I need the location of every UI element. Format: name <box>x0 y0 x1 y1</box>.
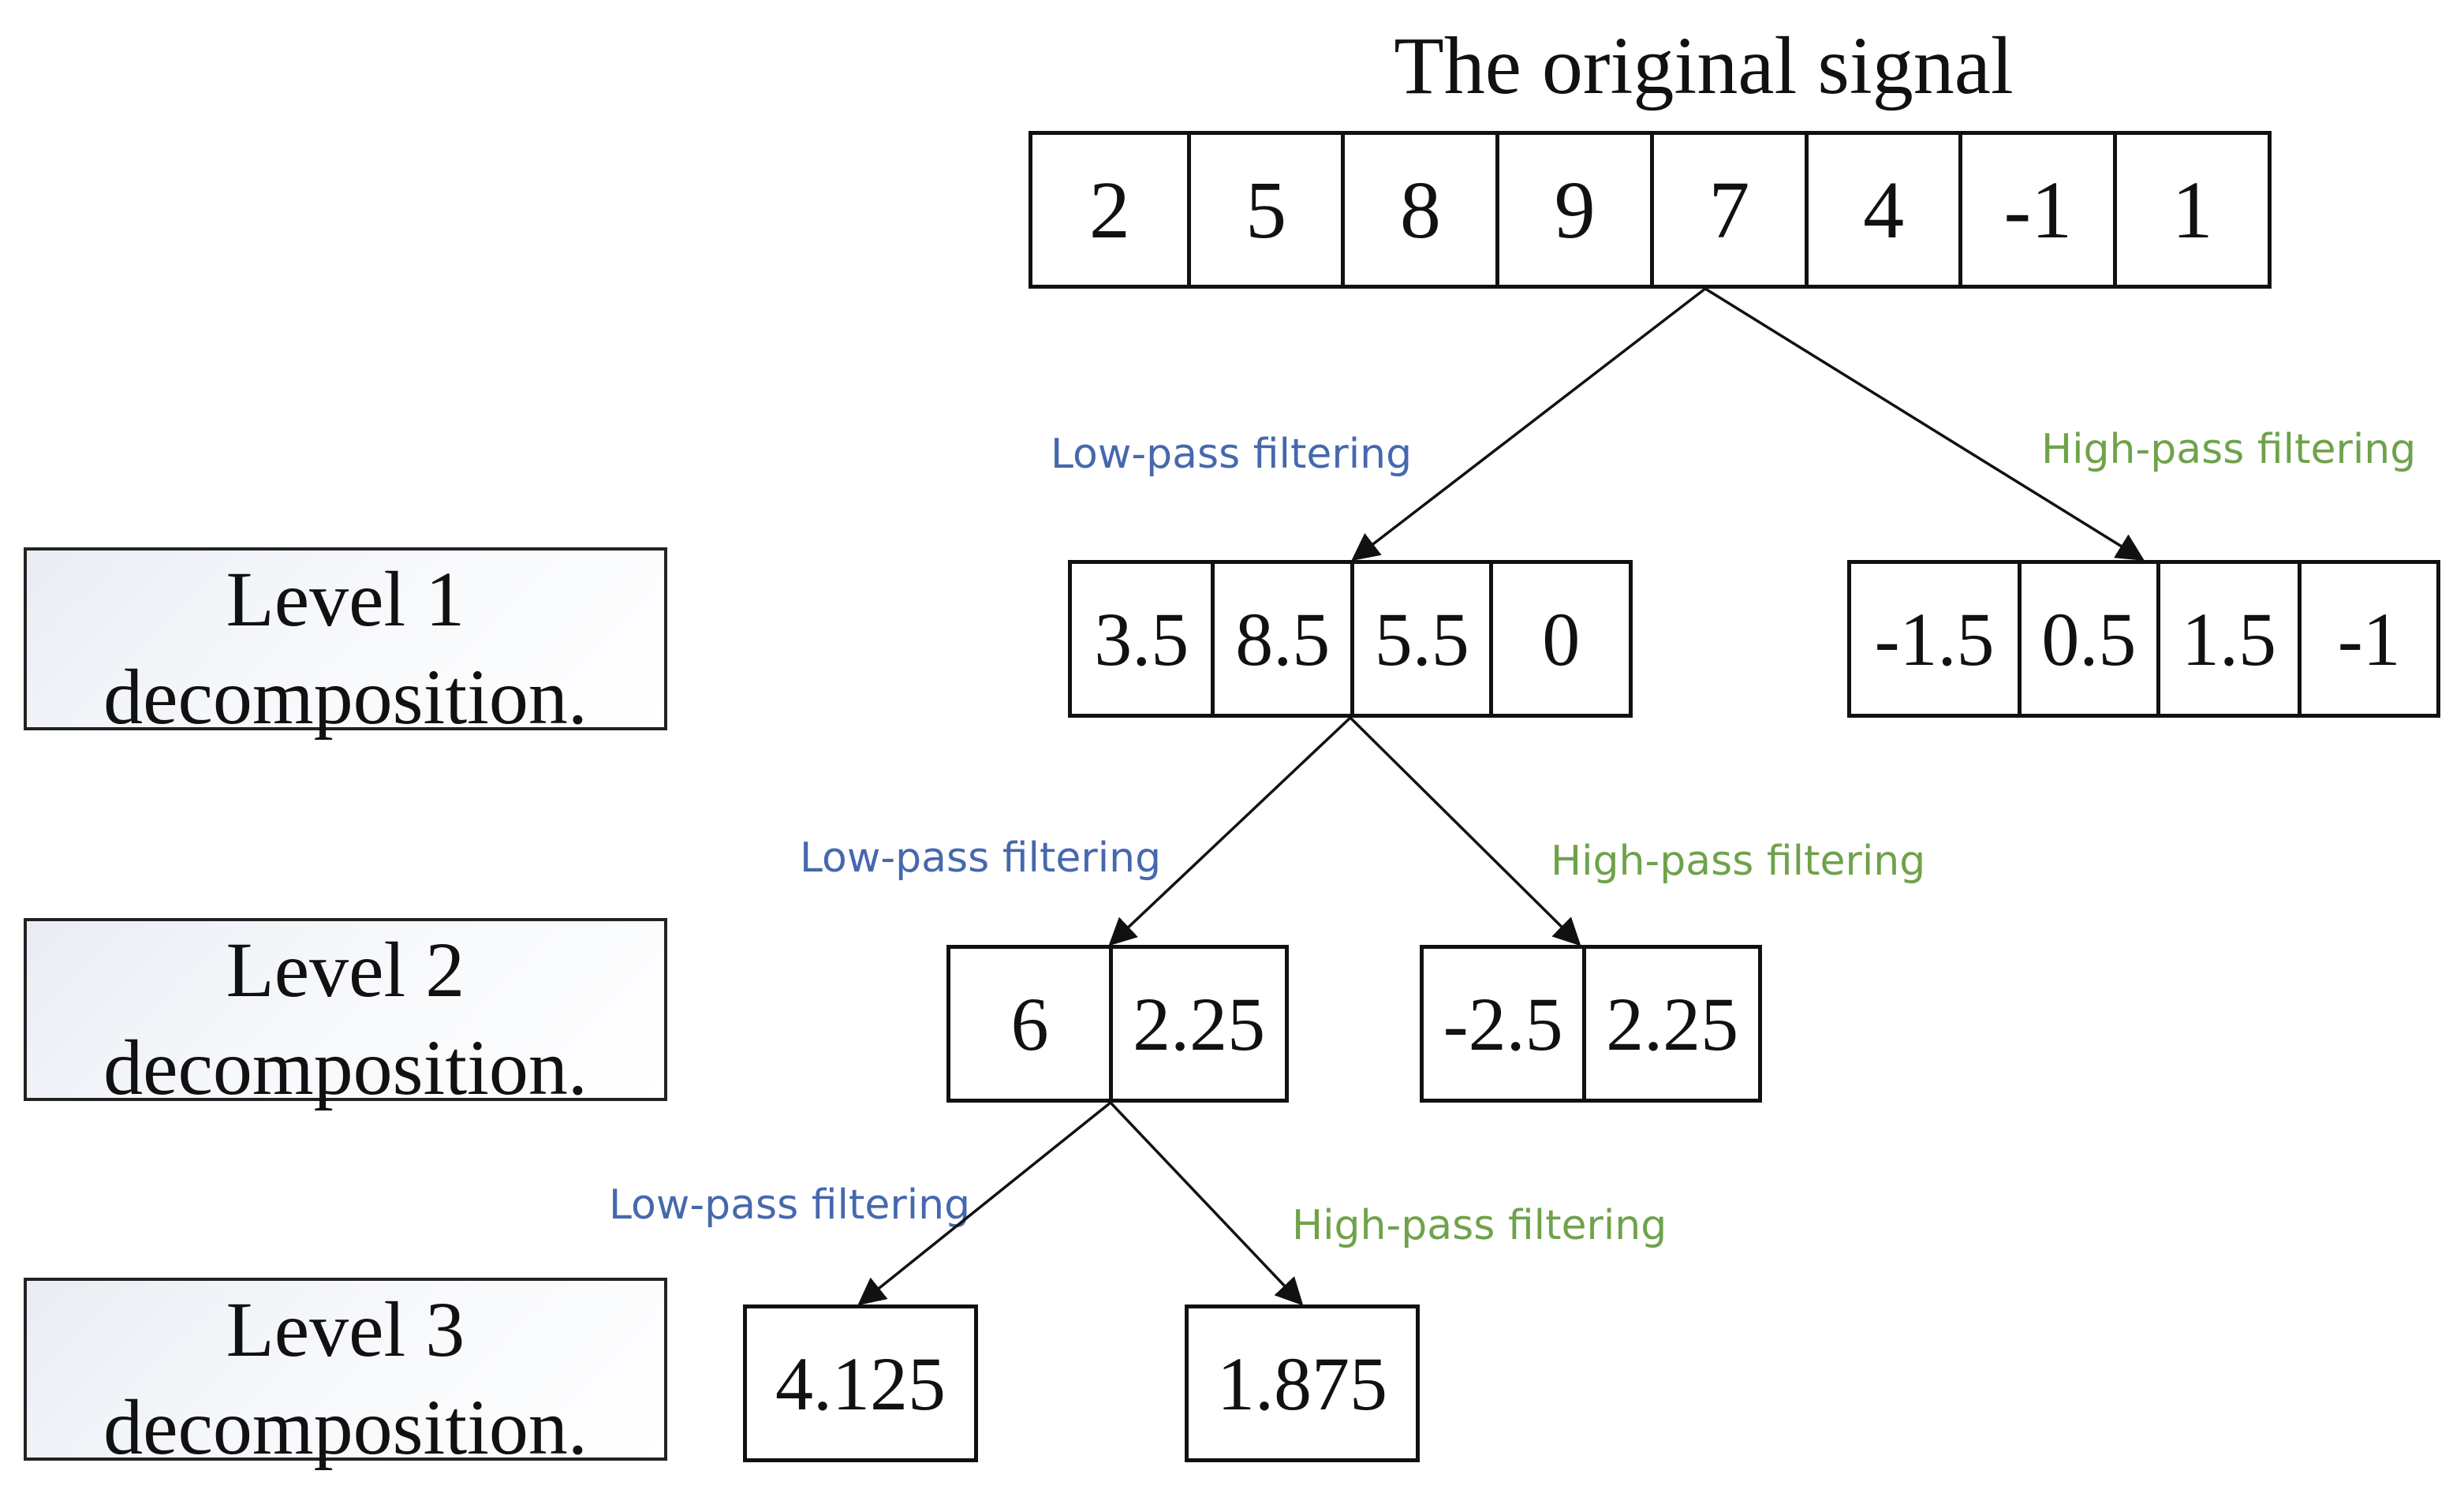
level-2-high-cell: -2.5 <box>1443 981 1563 1066</box>
level-3-high-cell: 1.875 <box>1217 1341 1387 1426</box>
level-1-high-cell: -1.5 <box>1874 596 1995 681</box>
level-1-subtitle: decomposition. <box>103 653 588 741</box>
level-2-subtitle: decomposition. <box>103 1024 588 1111</box>
arrow-l2-low <box>1108 716 1352 946</box>
signal-cell: 5 <box>1186 135 1342 285</box>
level-3-low-pass-label: Low-pass filtering <box>609 1181 971 1229</box>
level-2-high-array: -2.5 2.25 <box>1420 945 1762 1103</box>
level-3-high-pass-label: High-pass filtering <box>1292 1202 1667 1249</box>
level-1-high-cell: -1 <box>2298 564 2436 714</box>
level-2-title: Level 2 <box>226 926 465 1013</box>
level-1-title: Level 1 <box>226 555 465 643</box>
level-1-high-cell: 0.5 <box>2018 564 2156 714</box>
signal-cell: 8 <box>1341 135 1495 285</box>
level-1-low-cell: 3.5 <box>1094 596 1189 681</box>
arrow-l1-low <box>1351 287 1707 562</box>
level-1-high-pass-label: High-pass filtering <box>2041 426 2417 473</box>
level-2-low-pass-label: Low-pass filtering <box>800 834 1162 882</box>
signal-cell: 1 <box>2113 135 2268 285</box>
signal-cell: -1 <box>1958 135 2113 285</box>
level-2-label: Level 2 decomposition. <box>24 918 667 1111</box>
level-3-low-cell: 4.125 <box>775 1341 946 1426</box>
arrow-l1-high <box>1704 287 2145 561</box>
level-2-low-cell: 2.25 <box>1109 949 1285 1099</box>
arrow-l2-high <box>1349 716 1581 946</box>
level-2-low-cell: 6 <box>1010 981 1049 1066</box>
level-3-title: Level 3 <box>226 1286 465 1373</box>
signal-cell: 9 <box>1495 135 1650 285</box>
level-2-high-pass-label: High-pass filtering <box>1551 838 1926 885</box>
level-3-subtitle: decomposition. <box>103 1383 588 1471</box>
level-1-high-cell: 1.5 <box>2156 564 2298 714</box>
arrow-l3-high <box>1109 1101 1304 1306</box>
level-1-high-array: -1.5 0.5 1.5 -1 <box>1847 560 2440 718</box>
level-2-low-array: 6 2.25 <box>946 945 1289 1103</box>
level-2-high-cell: 2.25 <box>1582 949 1758 1099</box>
level-3-low-array: 4.125 <box>743 1305 978 1462</box>
level-1-label: Level 1 decomposition. <box>24 547 667 741</box>
level-1-low-cell: 0 <box>1489 564 1629 714</box>
signal-cell: 4 <box>1804 135 1959 285</box>
level-3-label: Level 3 decomposition. <box>24 1278 667 1471</box>
signal-cell: 2 <box>1088 164 1130 256</box>
signal-cell: 7 <box>1649 135 1805 285</box>
level-1-low-cell: 5.5 <box>1350 564 1490 714</box>
diagram-title: The original signal <box>1394 21 2014 111</box>
level-1-low-pass-label: Low-pass filtering <box>1051 431 1413 478</box>
original-signal-array: 2 5 8 9 7 4 -1 1 <box>1029 131 2272 289</box>
level-1-low-cell: 8.5 <box>1211 564 1350 714</box>
level-1-low-array: 3.5 8.5 5.5 0 <box>1068 560 1633 718</box>
level-3-high-array: 1.875 <box>1185 1305 1420 1462</box>
